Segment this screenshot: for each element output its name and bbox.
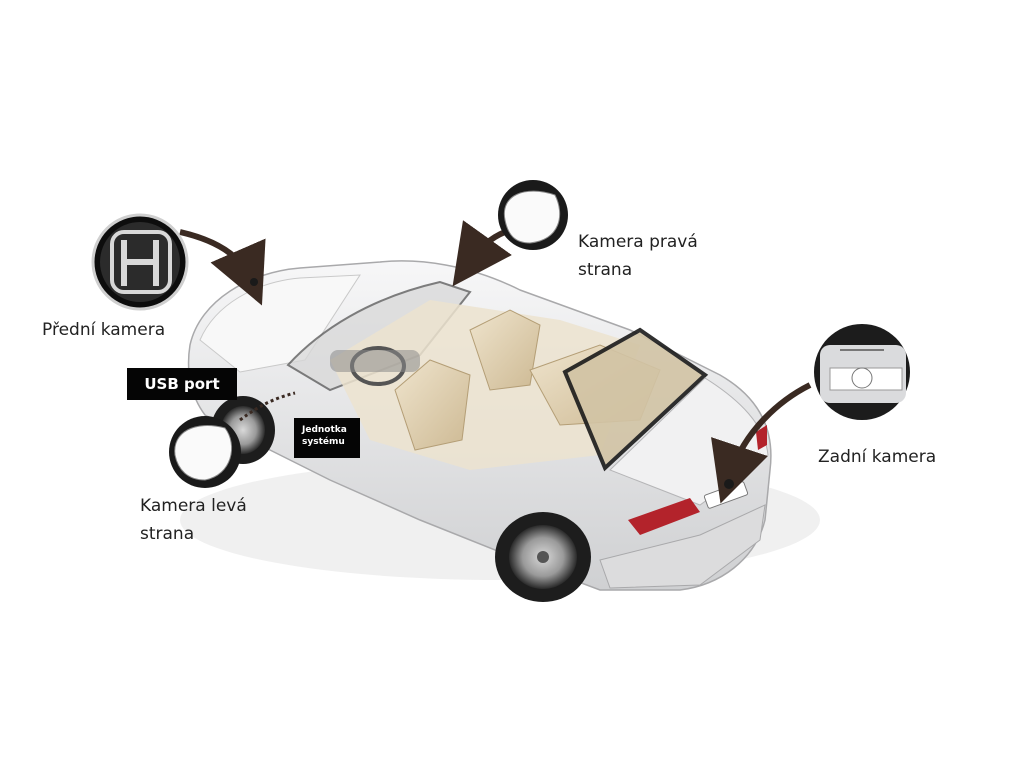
dashboard	[330, 350, 420, 372]
rear-camera-arrow	[711, 382, 812, 504]
front-camera-inset	[91, 213, 189, 311]
usb-port-tag: USB port	[127, 368, 237, 400]
left-mirror-inset	[169, 416, 241, 488]
left-camera-label: Kamera levá strana	[140, 492, 270, 548]
rear-camera-point	[724, 479, 734, 489]
system-unit-line2: systému	[302, 437, 345, 447]
front-camera-arrow	[179, 229, 266, 306]
rear-bumper	[599, 504, 766, 589]
front-left-seat	[394, 359, 471, 451]
rear-wheel	[495, 512, 591, 602]
right-camera-label-line1: Kamera pravá	[578, 232, 698, 252]
tail-light	[628, 498, 700, 535]
rear-camera-inset	[814, 324, 910, 420]
front-right-seat	[469, 309, 541, 391]
right-camera-arrow	[452, 220, 512, 287]
rear-window	[562, 327, 709, 472]
left-camera-label-line2: strana	[140, 524, 195, 544]
front-camera-label: Přední kamera	[42, 320, 166, 340]
system-unit-line1: Jednotka	[302, 425, 347, 435]
left-camera-arrow	[239, 391, 296, 422]
system-unit-tag: Jednotka systému	[294, 418, 360, 458]
right-camera-label-line2: strana	[578, 260, 633, 280]
right-camera-label: Kamera pravá strana	[578, 228, 718, 284]
front-camera-point	[250, 278, 258, 286]
right-mirror-inset	[498, 180, 568, 250]
left-camera-label-line1: Kamera levá	[140, 496, 247, 516]
rear-camera-label: Zadní kamera	[818, 447, 937, 467]
right-mirror-camera-point	[462, 261, 474, 273]
